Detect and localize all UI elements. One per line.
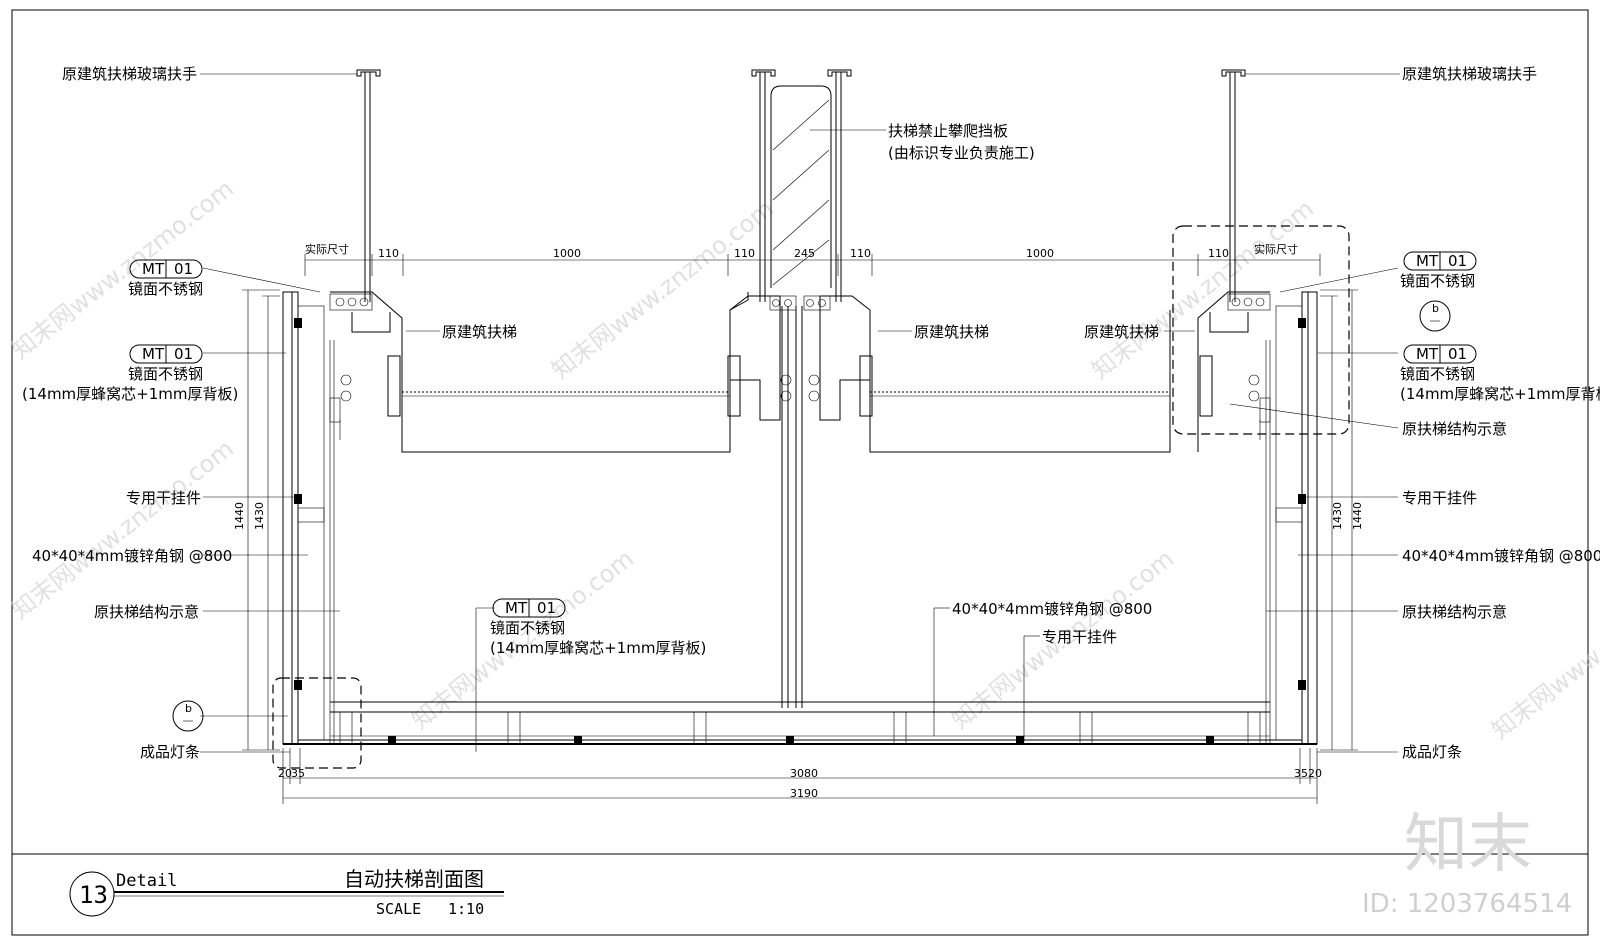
label-handrail-left: 原建筑扶梯玻璃扶手: [62, 65, 197, 83]
detail-number-circle: [69, 871, 115, 917]
label-anti-climb: 扶梯禁止攀爬挡板: [888, 122, 1008, 140]
dim-label: 1430: [253, 502, 266, 530]
material-tag-left-mid: MT 01 镜面不锈钢 (14mm厚蜂窝芯+1mm厚背板): [22, 344, 238, 403]
escalator-truss-center: [727, 69, 1171, 453]
dim-label: 110: [1208, 247, 1229, 260]
dim-label: 1000: [553, 247, 581, 260]
label-anti-climb-note: (由标识专业负责施工): [888, 144, 1035, 162]
watermark-text: 知末网www.znzmo.com: [1486, 554, 1600, 744]
label-light-strip-left: 成品灯条: [140, 743, 200, 761]
escalator-truss-left: [329, 69, 749, 453]
label-structure-right-top: 原扶梯结构示意: [1402, 420, 1507, 438]
label-escalator-2: 原建筑扶梯: [914, 323, 989, 341]
scale-value: 1:10: [448, 900, 484, 918]
dim-label: 110: [850, 247, 871, 260]
label-honeycomb: (14mm厚蜂窝芯+1mm厚背板): [490, 639, 706, 657]
dim-label: 35: [291, 767, 305, 780]
tag-code: MT: [505, 599, 528, 617]
brand-logo: 知末: [1404, 808, 1532, 882]
detail-callout-box-top-right: [1172, 225, 1350, 435]
watermark-text: 知末网www.znzmo.com: [6, 174, 239, 364]
dim-label: 1440: [1351, 502, 1364, 530]
label-mirror-steel: 镜面不锈钢: [1400, 272, 1475, 290]
tag-code: MT: [142, 345, 165, 363]
dim-label: 1430: [1331, 502, 1344, 530]
tag-code: MT: [1416, 345, 1439, 363]
top-dimension-chain: 实际尺寸 110 1000 110 245 110 1000 110 实际尺寸: [304, 242, 1321, 276]
label-mirror-steel: 镜面不锈钢: [128, 365, 203, 383]
label-angle-steel-center: 40*40*4mm镀锌角钢 @800: [952, 600, 1152, 618]
tag-number: 01: [174, 345, 193, 363]
section-marker-left: b: [172, 700, 204, 732]
bottom-dimensions: 20 35 3080 35 20 3190: [278, 748, 1322, 804]
vertical-dimensions: 1440 1430 1430 1440: [233, 289, 1364, 751]
dim-label: 35: [1294, 767, 1308, 780]
label-honeycomb: (14mm厚蜂窝芯+1mm厚背板): [1400, 385, 1600, 403]
tag-number: 01: [1448, 252, 1467, 270]
leader-lines: [200, 73, 1400, 753]
material-tag-left-top: MT 01 镜面不锈钢: [128, 259, 203, 298]
detail-callout-box-bottom-left: [272, 677, 362, 769]
dim-label: 20: [1308, 767, 1322, 780]
tag-number: 01: [174, 260, 193, 278]
tag-code: MT: [142, 260, 165, 278]
dim-label: 3190: [790, 787, 818, 800]
label-mirror-steel: 镜面不锈钢: [128, 280, 203, 298]
tag-code: MT: [1416, 252, 1439, 270]
section-marker-letter: b: [1432, 302, 1439, 315]
dim-label: 245: [794, 247, 815, 260]
label-hanger-right: 专用干挂件: [1402, 489, 1477, 507]
detail-number: 13: [79, 881, 108, 909]
dim-label: 110: [378, 247, 399, 260]
label-hanger-left: 专用干挂件: [126, 489, 201, 507]
label-escalator-1: 原建筑扶梯: [442, 323, 517, 341]
dim-label: 实际尺寸: [1254, 242, 1298, 256]
label-honeycomb: (14mm厚蜂窝芯+1mm厚背板): [22, 385, 238, 403]
label-hanger-center: 专用干挂件: [1042, 628, 1117, 646]
watermark-text: 知末网www.znzmo.com: [6, 434, 239, 624]
label-handrail-right: 原建筑扶梯玻璃扶手: [1402, 65, 1537, 83]
cladding-structure: [282, 291, 1318, 745]
material-tag-right-top: MT 01 镜面不锈钢: [1400, 251, 1477, 290]
title-block: 13 Detail 自动扶梯剖面图 SCALE 1:10: [69, 867, 504, 918]
image-id: ID: 1203764514: [1362, 889, 1572, 919]
drawing-title: 自动扶梯剖面图: [344, 867, 484, 891]
tag-number: 01: [1448, 345, 1467, 363]
material-tag-right-mid: MT 01 镜面不锈钢 (14mm厚蜂窝芯+1mm厚背板): [1400, 344, 1600, 403]
label-mirror-steel: 镜面不锈钢: [1400, 365, 1475, 383]
dim-label: 110: [734, 247, 755, 260]
watermark-text: 知末网www.znzmo.com: [546, 194, 779, 384]
dim-label: 1000: [1026, 247, 1054, 260]
section-marker-letter: b: [185, 702, 192, 715]
label-structure-right: 原扶梯结构示意: [1402, 603, 1507, 621]
tag-number: 01: [537, 599, 556, 617]
escalator-truss-right: [1197, 69, 1271, 452]
material-tag-center: MT 01 镜面不锈钢 (14mm厚蜂窝芯+1mm厚背板): [490, 598, 706, 657]
dim-label: 1440: [233, 502, 246, 530]
label-structure-left: 原扶梯结构示意: [94, 603, 199, 621]
dim-label: 3080: [790, 767, 818, 780]
section-marker-right: b: [1419, 300, 1451, 332]
dim-label: 20: [278, 767, 292, 780]
label-mirror-steel: 镜面不锈钢: [490, 619, 565, 637]
sheet-border: [11, 9, 1589, 936]
label-escalator-3: 原建筑扶梯: [1084, 323, 1159, 341]
label-angle-steel-right: 40*40*4mm镀锌角钢 @800: [1402, 547, 1600, 565]
label-angle-steel-left: 40*40*4mm镀锌角钢 @800: [32, 547, 232, 565]
scale-label: SCALE: [376, 900, 421, 918]
detail-label: Detail: [116, 871, 177, 891]
dim-label: 实际尺寸: [305, 242, 349, 256]
label-light-strip-right: 成品灯条: [1402, 743, 1462, 761]
